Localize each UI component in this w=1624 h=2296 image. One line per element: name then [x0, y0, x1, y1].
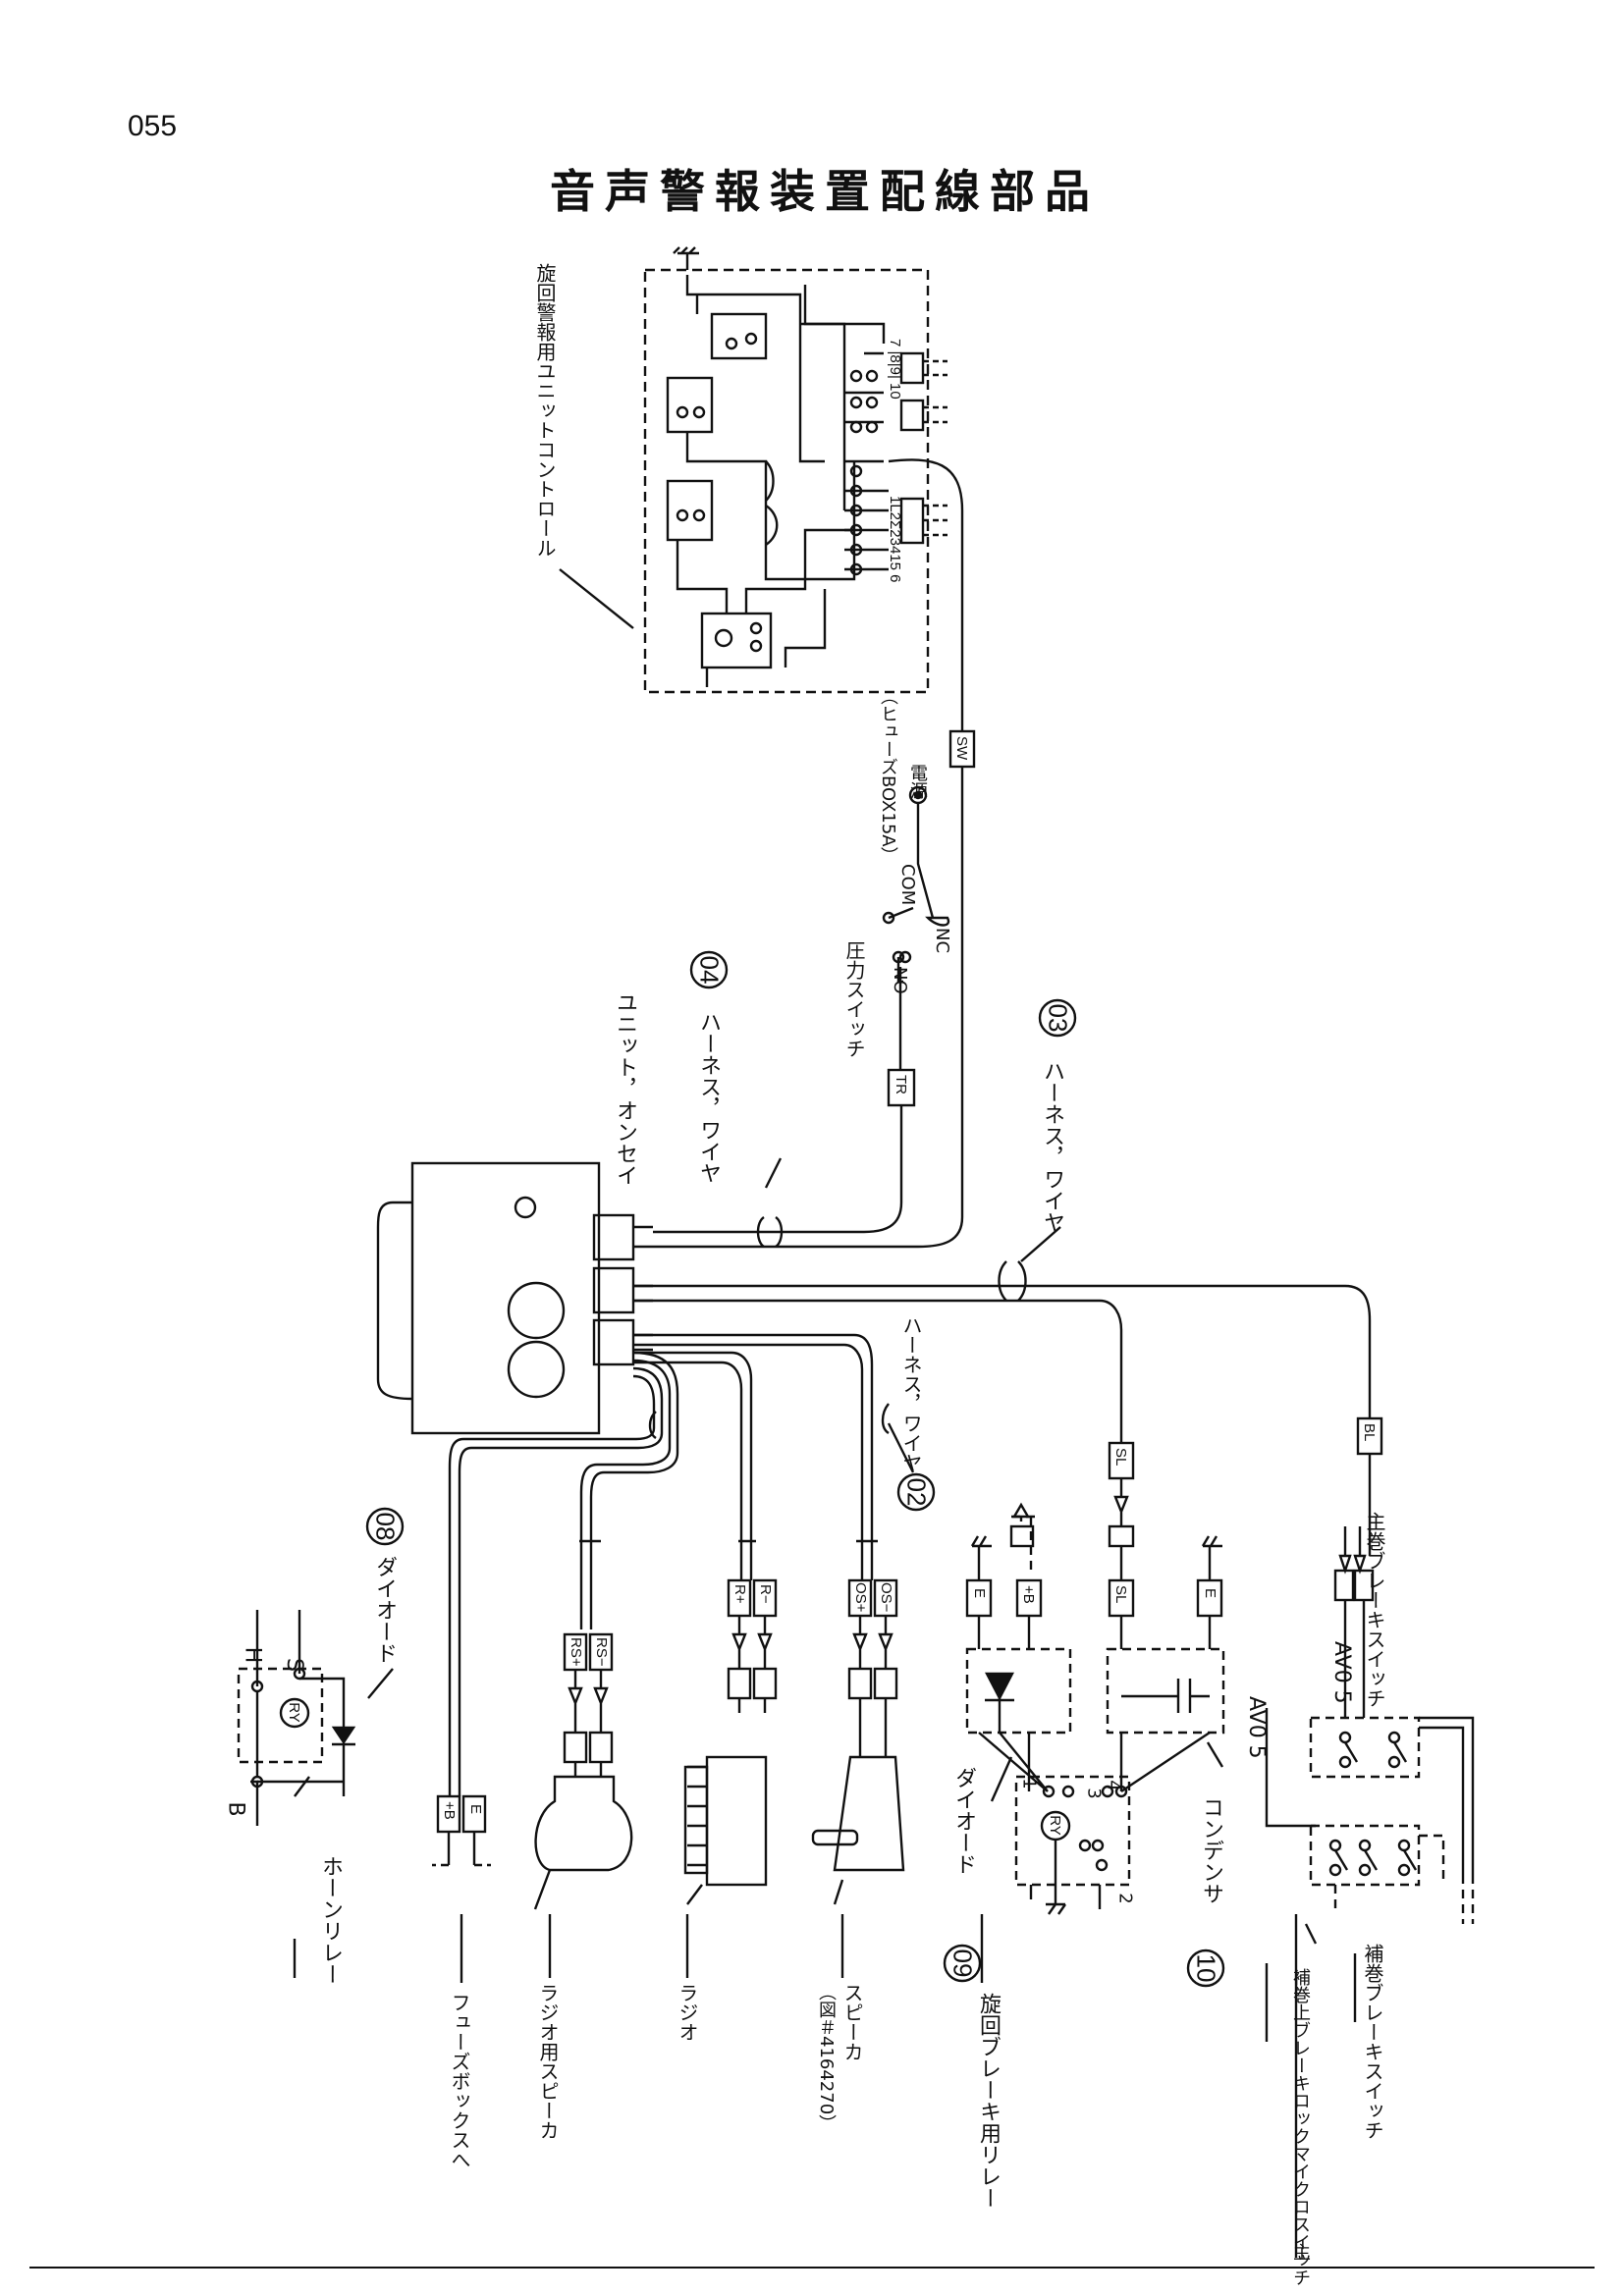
- terminal-3: 3: [1083, 1788, 1105, 1799]
- page-number: 055: [128, 110, 178, 142]
- callout-10-num: 10: [1191, 1953, 1221, 1983]
- unit-onsei-label: ユニット，オンセイ: [613, 991, 637, 1186]
- aux-lock-micro-switch-label: 補巻上ブレーキロックマイクロスイッチ: [1290, 1968, 1311, 2286]
- to-fuse-box-label: フューズボックスへ: [448, 1993, 471, 2169]
- main-winch-brake-switch-label: 主巻ブレーキスイッチ: [1363, 1512, 1386, 1708]
- callout-09: [943, 1944, 982, 1983]
- main-brake-switch-box: [1309, 1716, 1421, 1779]
- no-label: NO: [890, 967, 910, 994]
- fuse-box-label: （ヒューズBOX15A）: [878, 687, 898, 865]
- label-os-plus: OS+: [852, 1582, 869, 1613]
- label-os-minus: OS−: [878, 1582, 894, 1613]
- label-e-mid: E: [971, 1588, 988, 1599]
- condenser-box: [1106, 1647, 1225, 1735]
- callout-08: [365, 1507, 405, 1546]
- speaker-ref-label: （図＃4164270）: [816, 1983, 837, 2133]
- terminal-h: H: [240, 1646, 265, 1664]
- aux-winch-brake-switch-label: 補巻ブレーキスイッチ: [1361, 1944, 1384, 2140]
- label-sl-mid: SL: [1112, 1585, 1129, 1604]
- callout-10: [1186, 1949, 1225, 1988]
- ctrl-relay-2: [666, 376, 714, 434]
- callout-04: [689, 950, 729, 989]
- horn-relay-label: ホーンリレー: [318, 1855, 343, 1985]
- label-ry-relay: RY: [1046, 1815, 1063, 1836]
- aux-brake-switch-box: [1309, 1824, 1421, 1887]
- label-rs-plus: RS+: [568, 1637, 584, 1667]
- ctrl-terminal-row-2: 7 |8|9| 10: [887, 339, 903, 400]
- callout-03: [1038, 998, 1077, 1038]
- terminal-1: 1: [1018, 1778, 1040, 1789]
- main-prefix-label: 主: [1290, 2243, 1311, 2261]
- unit-conn-2: [592, 1266, 635, 1314]
- terminal-s: S: [281, 1658, 306, 1672]
- audio-unit-body: [410, 1161, 601, 1435]
- ctrl-relay-1: [710, 312, 768, 360]
- label-r-minus: R−: [757, 1584, 774, 1604]
- terminal-2: 2: [1114, 1893, 1136, 1904]
- ctrl-relay-3: [666, 479, 714, 542]
- terminal-4: 4: [1103, 1780, 1124, 1791]
- label-plus-b-left: +B: [441, 1801, 458, 1820]
- label-rs-minus: RS−: [593, 1637, 610, 1667]
- diode-08-label: ダイオード: [372, 1556, 397, 1664]
- callout-02: [896, 1472, 936, 1512]
- av05-label-a: AV0 5: [1244, 1696, 1269, 1759]
- av05-label-b: AV0 5: [1329, 1641, 1354, 1704]
- label-r-plus: R+: [731, 1584, 748, 1604]
- diode-box: [965, 1647, 1072, 1735]
- harness-03-label: ハーネス，ワイヤ: [1040, 1060, 1064, 1233]
- unit-conn-1: [592, 1213, 635, 1261]
- terminal-b: B: [223, 1801, 248, 1817]
- callout-04-num: 04: [694, 955, 725, 985]
- callout-09-num: 09: [947, 1949, 978, 1978]
- power-label: 電源: [907, 764, 928, 799]
- unit-control-label: 旋回警報用ユニットコントロール: [533, 263, 557, 558]
- pressure-switch-label: 圧力スイッチ: [842, 940, 866, 1058]
- label-tr: TR: [893, 1075, 909, 1095]
- label-e-left: E: [467, 1804, 484, 1815]
- label-ry-horn: RY: [285, 1702, 302, 1723]
- unit-conn-3: [592, 1318, 635, 1366]
- label-sw: SW: [953, 736, 970, 761]
- harness-04-label: ハーネス，ワイヤ: [696, 1011, 721, 1184]
- callout-03-num: 03: [1043, 1003, 1073, 1033]
- label-e-right: E: [1202, 1588, 1218, 1599]
- speaker-label: スピーカ: [840, 1983, 864, 2061]
- com-label: COM: [897, 864, 918, 906]
- control-unit-box: [643, 268, 930, 694]
- callout-02-num: 02: [901, 1477, 932, 1507]
- nc-label: NC: [932, 928, 952, 954]
- diode-09-label: ダイオード: [951, 1767, 976, 1875]
- callout-08-num: 08: [370, 1512, 401, 1541]
- page-title: 音声警報装置配線部品: [550, 165, 1100, 218]
- ctrl-terminal-row: 1L2Σ23415 6: [887, 496, 903, 583]
- relay-box: [1014, 1775, 1131, 1887]
- harness-02-label: ハーネス，ワイヤ: [899, 1315, 923, 1472]
- swing-brake-relay-label: 旋回ブレーキ用リレー: [976, 1993, 1001, 2209]
- label-plus-b-mid: +B: [1020, 1585, 1037, 1604]
- radio-speaker-label: ラジオ用スピーカ: [536, 1983, 560, 2140]
- condenser-label: コンデンサ: [1199, 1796, 1223, 1904]
- radio-body: [705, 1755, 768, 1887]
- ctrl-relay-4: [700, 612, 773, 669]
- label-bl: BL: [1361, 1423, 1378, 1442]
- label-sl-top: SL: [1112, 1448, 1129, 1467]
- radio-label: ラジオ: [676, 1983, 699, 2042]
